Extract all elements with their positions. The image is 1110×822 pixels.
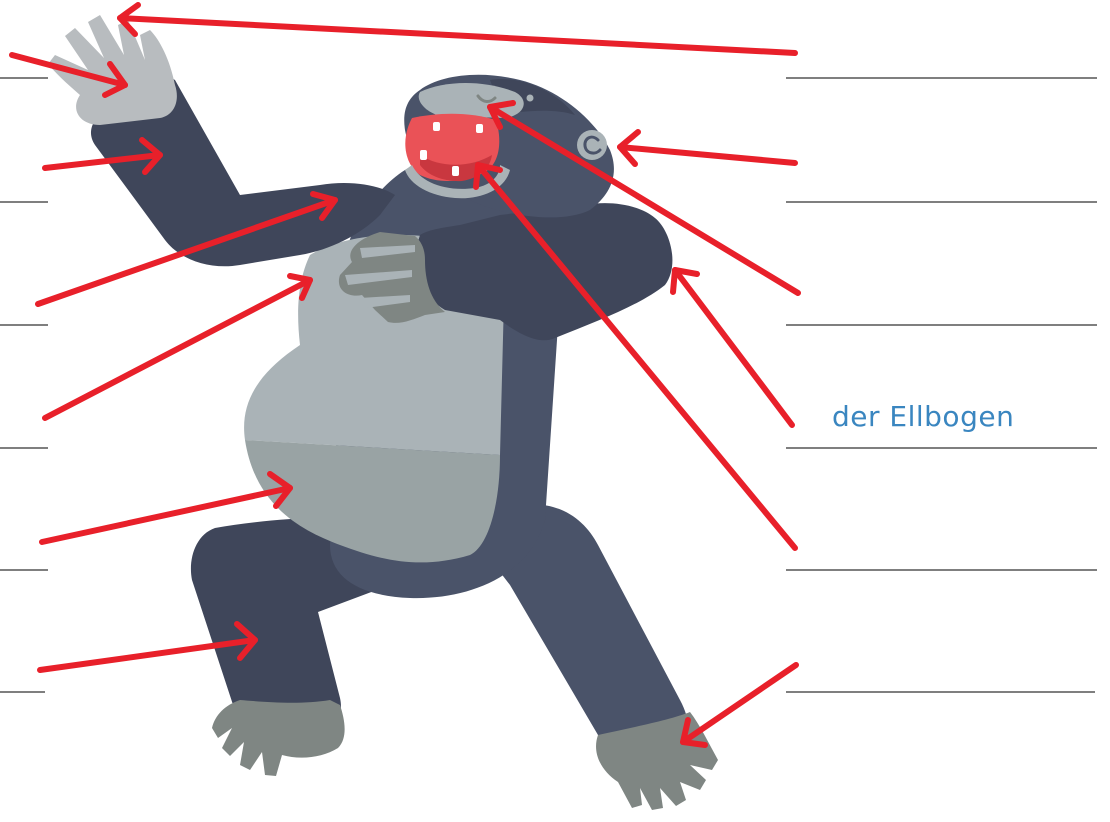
gorilla-left-foot xyxy=(212,700,345,776)
answer-label-elbow: der Ellbogen xyxy=(832,400,1014,433)
gorilla-eye xyxy=(527,95,534,102)
gorilla-illustration xyxy=(48,15,718,810)
gorilla-ear xyxy=(577,130,607,160)
answer-lines-right xyxy=(786,78,1097,692)
tooth xyxy=(476,124,483,133)
answer-lines-left xyxy=(0,78,48,692)
arrow-foot xyxy=(683,665,796,745)
tooth xyxy=(452,166,459,176)
arrow-fingers xyxy=(120,5,795,53)
arrow-ear xyxy=(620,132,795,164)
tooth xyxy=(433,122,440,131)
arrow-elbow xyxy=(673,270,792,425)
tooth xyxy=(420,150,427,160)
